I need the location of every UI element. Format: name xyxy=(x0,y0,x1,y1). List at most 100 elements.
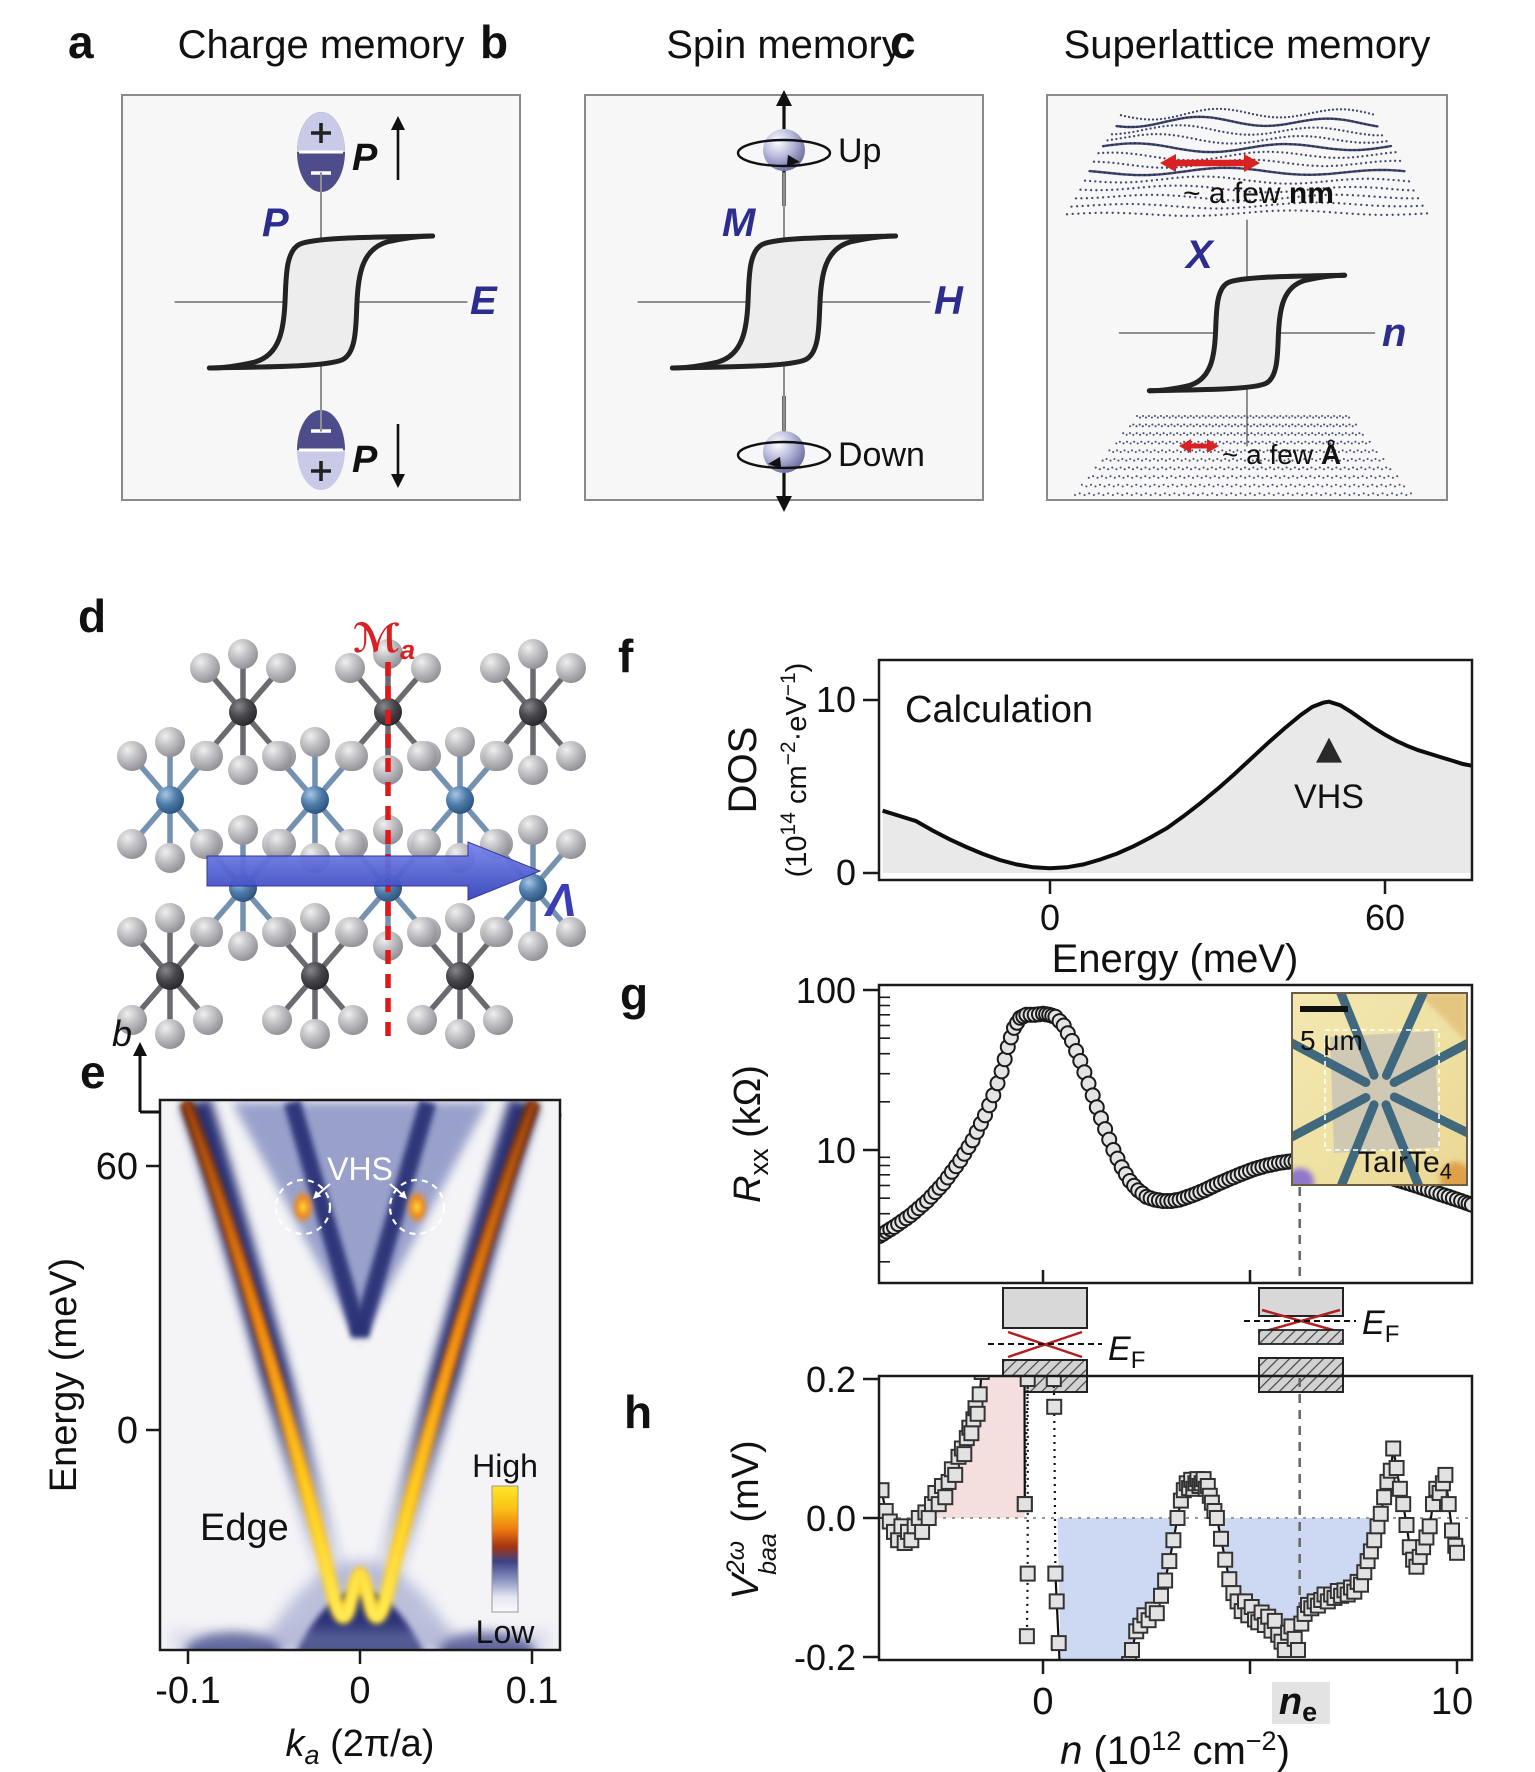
arrowhead xyxy=(776,496,792,512)
panel-e-letter: e xyxy=(80,1046,106,1098)
f-xtick-60-label: 60 xyxy=(1365,897,1405,938)
arrowhead xyxy=(1207,439,1219,453)
superlattice-mesh xyxy=(1065,107,1429,218)
panel-c-graphics xyxy=(1065,107,1429,497)
panel-b-graphics xyxy=(637,90,931,512)
loop-branch-down xyxy=(669,233,899,371)
rxx-chart xyxy=(879,996,1471,1283)
panel-dos: f DOS (1014 cm−2·eV−1) 10 0 0 60 Energy … xyxy=(618,630,1474,981)
arrowhead xyxy=(786,154,800,167)
arrowhead xyxy=(1160,154,1176,172)
ta-atom xyxy=(301,786,329,814)
h-xtick-10-label: 10 xyxy=(1431,1681,1473,1723)
edge-spectrum-heatmap xyxy=(161,1101,559,1649)
dos-chart xyxy=(882,699,1473,873)
h-ytick-top-label: 0.2 xyxy=(806,1359,856,1400)
colorbar-high-label: High xyxy=(472,1448,538,1484)
loop-a-xlabel: E xyxy=(470,279,498,323)
arrowhead xyxy=(391,474,405,488)
arrowhead xyxy=(133,1042,147,1056)
ir-atom xyxy=(229,698,257,726)
ir-atom xyxy=(156,962,184,990)
lambda-label: Λ xyxy=(543,874,577,926)
v2w-chart xyxy=(880,1377,1470,1659)
mirror-plane-label: ℳa xyxy=(353,617,415,665)
panel-a-letter: a xyxy=(68,16,94,68)
e-xtick-m-label: -0.1 xyxy=(155,1670,220,1712)
vhs-marker-triangle xyxy=(1316,737,1342,763)
rxx-markers xyxy=(880,1005,1471,1244)
spin-up-icon xyxy=(736,90,832,206)
e-xtick-0-label: 0 xyxy=(349,1670,370,1712)
inset-material-label: TaIrTe4 xyxy=(1358,1146,1452,1184)
panel-g-ylabel: Rxx (kΩ) xyxy=(727,1065,774,1203)
panel-d-letter: d xyxy=(78,590,106,642)
polarization-arrow xyxy=(206,841,542,901)
band-crossing-right-2 xyxy=(1261,1308,1341,1334)
inset-electrode xyxy=(1382,993,1429,1080)
loop-branch-up xyxy=(1146,272,1348,394)
ir-atom xyxy=(446,962,474,990)
fermi-label-right: EF xyxy=(1362,1304,1399,1348)
ne-highlight xyxy=(1272,1682,1330,1724)
loop-a-ylabel: P xyxy=(262,201,289,245)
ir-atom xyxy=(301,962,329,990)
edge-annotation: Edge xyxy=(200,1507,289,1549)
inset-flake-outline xyxy=(1324,1029,1440,1151)
mesh-wave-line xyxy=(1102,142,1392,154)
h-ytick-bot-label: -0.2 xyxy=(794,1637,856,1678)
spin-up-label: Up xyxy=(838,132,881,170)
g-ytick-10-label: 10 xyxy=(816,1130,856,1171)
atomic-lattice-mesh xyxy=(1073,414,1413,497)
loop-c-xlabel: n xyxy=(1382,311,1406,355)
metal-atoms xyxy=(156,698,547,990)
g-ytick-100-label: 100 xyxy=(796,970,856,1011)
ta-atom xyxy=(156,786,184,814)
colorbar xyxy=(491,1485,519,1613)
hysteresis-loop xyxy=(1118,219,1376,447)
ta-atom xyxy=(446,786,474,814)
panel-a-graphics xyxy=(174,112,468,490)
polarization-down-label: P xyxy=(352,439,378,481)
loop-fill xyxy=(209,236,433,368)
inset-flake xyxy=(1330,1031,1440,1153)
inset-electrode xyxy=(1292,1093,1371,1142)
panel-charge-memory: a Charge memory P P P E xyxy=(68,16,521,501)
hysteresis-loop xyxy=(637,172,931,432)
f-ytick-10-label: 10 xyxy=(816,679,856,720)
loop-branch-up xyxy=(206,233,436,371)
panel-g-letter: g xyxy=(620,968,648,1020)
arrowhead xyxy=(1179,439,1191,453)
e-xtick-p-label: 0.1 xyxy=(506,1670,559,1712)
spin-orbit xyxy=(736,138,832,168)
v2w-layers xyxy=(880,1377,1470,1659)
bulk-band-light xyxy=(232,1102,488,1342)
panel-c-title: Superlattice memory xyxy=(1064,23,1431,67)
vhs-annotation-e: VHS xyxy=(327,1151,393,1187)
v2w-markers xyxy=(880,1377,1465,1659)
dos-area xyxy=(882,701,1472,873)
v2w-solid-segment xyxy=(1054,1573,1061,1659)
mesh-wave-line xyxy=(1116,115,1378,129)
loop-branch-down xyxy=(1146,272,1348,394)
inset-scalebar xyxy=(1300,1006,1348,1012)
te-atoms xyxy=(117,639,586,1049)
panel-h-xlabel: n (1012 cm−2) xyxy=(1060,1726,1290,1772)
conduction-band-right xyxy=(1258,1287,1344,1317)
shaded-region xyxy=(1057,1518,1178,1659)
panel-f-ylabel: DOS xyxy=(721,727,765,814)
panel-resistance: g Rxx (kΩ) 100 10 5 μm TaIrTe4 xyxy=(620,968,1474,1285)
inset-scalebar-label: 5 μm xyxy=(1300,1025,1363,1056)
crystal-lattice xyxy=(117,639,586,1125)
dos-curve xyxy=(882,699,1473,871)
loop-branch-down xyxy=(206,233,436,371)
vhs-annotation-f: VHS xyxy=(1294,778,1364,816)
inset-electrode xyxy=(1292,1038,1371,1087)
panel-e-xlabel: ka (2π/a) xyxy=(286,1723,435,1770)
arrowhead xyxy=(1244,154,1260,172)
panel-b-letter: b xyxy=(480,16,508,68)
h-xtick-0-label: 0 xyxy=(1032,1681,1053,1723)
vhs-hotspot-left xyxy=(292,1190,314,1224)
panel-crystal-structure: d ℳa Λ b a Ta Ir Te xyxy=(78,590,586,1135)
